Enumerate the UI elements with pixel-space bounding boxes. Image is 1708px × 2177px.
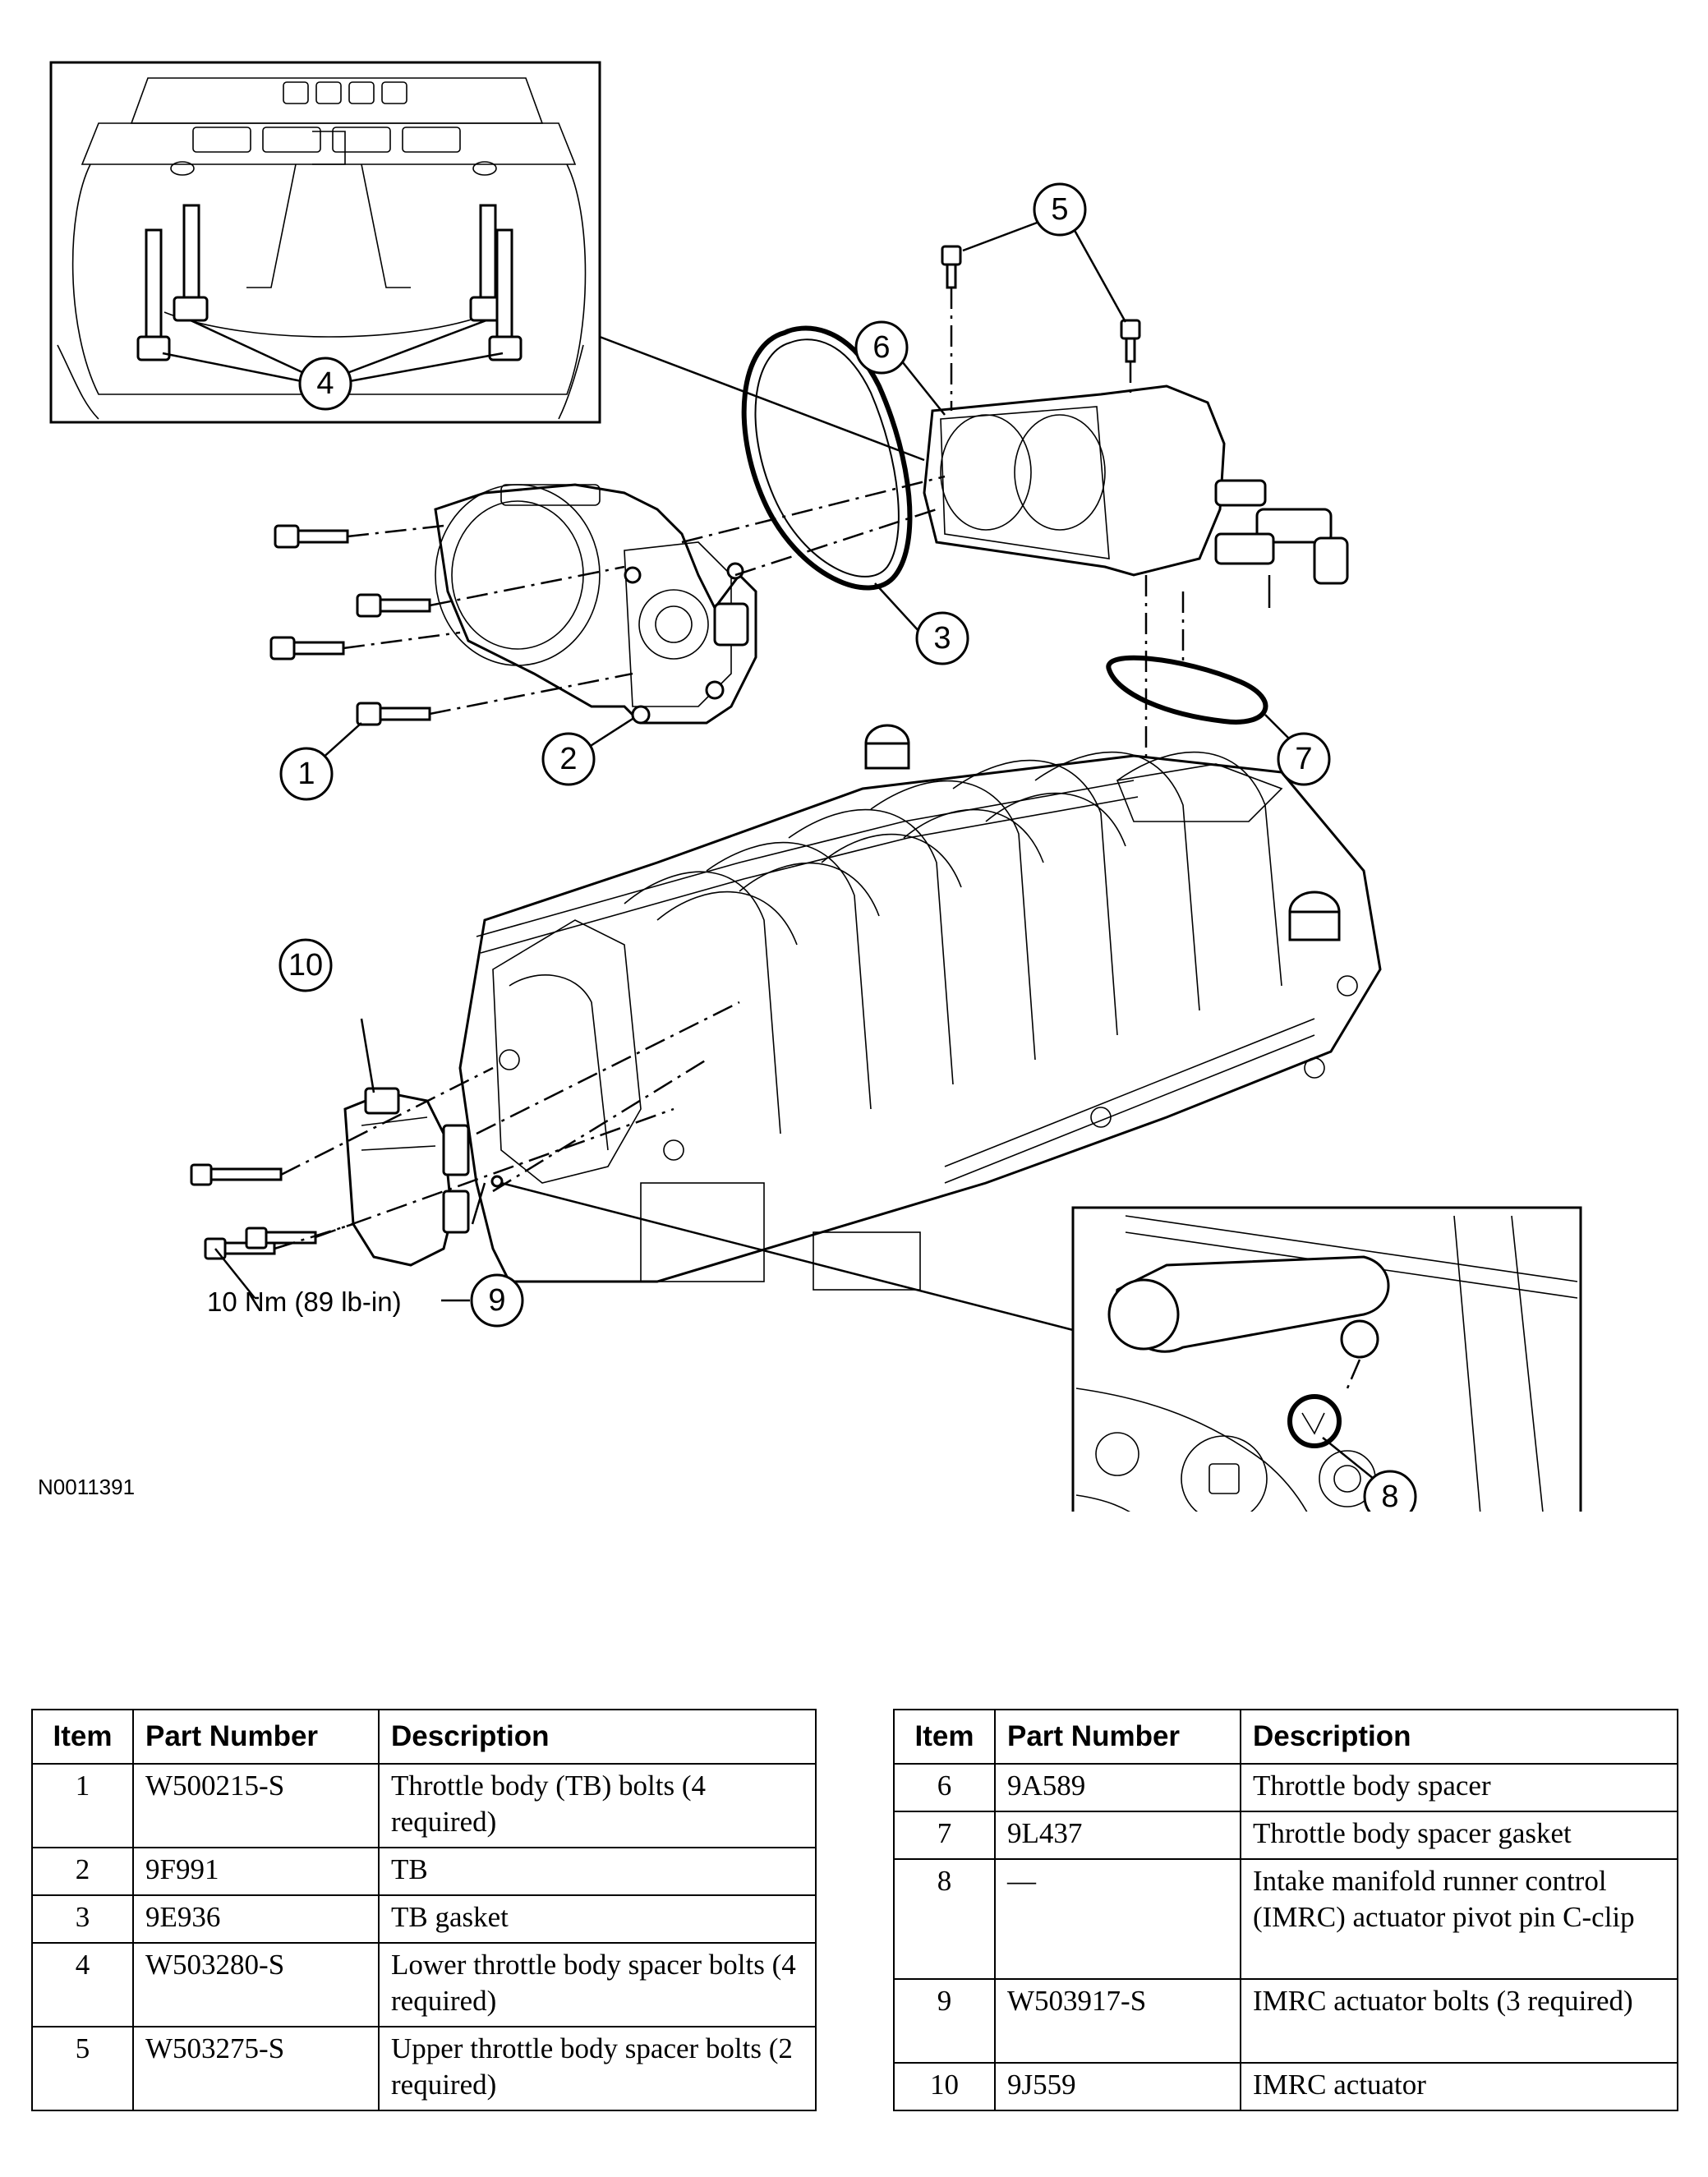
inset-leader-line: [599, 335, 925, 462]
cell-part-number: W503917-S: [994, 1978, 1241, 2064]
tb-gasket-drawing: [741, 325, 921, 633]
cell-item: 9: [893, 1978, 996, 2064]
inset-imrc-c-clip: [1071, 1206, 1582, 1512]
cell-item: 7: [893, 1811, 996, 1860]
cell-description: TB: [378, 1847, 817, 1896]
figure-id: N0011391: [38, 1475, 136, 1499]
callout-8: 8: [1363, 1470, 1417, 1512]
cell-description: Throttle body (TB) bolts (4 required): [378, 1763, 817, 1848]
cell-part-number: 9J559: [994, 2062, 1241, 2111]
parts-table-right: Item Part Number Description 6 9A589 Thr…: [893, 1709, 1678, 2111]
torque-spec: 10 Nm (89 lb-in): [207, 1286, 402, 1317]
cell-item: 5: [31, 2026, 134, 2111]
table-row: 9 W503917-S IMRC actuator bolts (3 requi…: [893, 1978, 1678, 2064]
cell-item: 4: [31, 1942, 134, 2027]
parts-table-left: Item Part Number Description 1 W500215-S…: [31, 1709, 817, 2111]
cell-part-number: W500215-S: [132, 1763, 380, 1848]
header-part-number: Part Number: [994, 1709, 1241, 1765]
callout-6-label: 6: [872, 330, 890, 365]
callout-2: 2: [541, 732, 596, 786]
cell-part-number: 9F991: [132, 1847, 380, 1896]
cell-description: TB gasket: [378, 1894, 817, 1944]
callout-1-label: 1: [297, 757, 315, 791]
callout-1: 1: [279, 747, 334, 801]
header-description: Description: [1240, 1709, 1678, 1765]
callout-7: 7: [1277, 732, 1331, 786]
exploded-view-diagram: 1 2 3 4 5 6 7 8 9 10 10 Nm (89 lb-in): [49, 61, 1582, 1512]
table-row: 6 9A589 Throttle body spacer: [893, 1763, 1678, 1812]
cell-part-number: 9E936: [132, 1894, 380, 1944]
table-row: 10 9J559 IMRC actuator: [893, 2062, 1678, 2111]
callout-8-label: 8: [1381, 1480, 1398, 1512]
table-row: 8 — Intake manifold runner control (IMRC…: [893, 1858, 1678, 1980]
cell-part-number: —: [994, 1858, 1241, 1980]
callout-6: 6: [854, 320, 909, 375]
cell-part-number: W503275-S: [132, 2026, 380, 2111]
throttle-body-spacer-drawing: [923, 384, 1349, 608]
cell-description: IMRC actuator: [1240, 2062, 1678, 2111]
callout-4-label: 4: [316, 366, 334, 401]
cell-description: IMRC actuator bolts (3 required): [1240, 1978, 1678, 2064]
cell-description: Throttle body spacer: [1240, 1763, 1678, 1812]
callout-10-label: 10: [288, 948, 323, 983]
table-row: 5 W503275-S Upper throttle body spacer b…: [31, 2026, 817, 2111]
cell-item: 1: [31, 1763, 134, 1848]
callout-9-label: 9: [488, 1283, 505, 1318]
cell-description: Lower throttle body spacer bolts (4 requ…: [378, 1942, 817, 2027]
table-header-row: Item Part Number Description: [893, 1709, 1678, 1765]
cell-item: 8: [893, 1858, 996, 1980]
callout-5-label: 5: [1051, 192, 1068, 227]
callout-3: 3: [915, 611, 969, 665]
cell-item: 10: [893, 2062, 996, 2111]
tb-bolts-drawing: [269, 475, 946, 761]
table-row: 2 9F991 TB: [31, 1847, 817, 1896]
callout-10: 10: [279, 938, 333, 992]
throttle-body-drawing: [434, 483, 757, 757]
cell-description: Intake manifold runner control (IMRC) ac…: [1240, 1858, 1678, 1980]
table-row: 1 W500215-S Throttle body (TB) bolts (4 …: [31, 1763, 817, 1848]
callout-2-label: 2: [559, 742, 577, 776]
cell-item: 6: [893, 1763, 996, 1812]
header-item: Item: [31, 1709, 134, 1765]
upper-spacer-bolts-drawing: [941, 220, 1141, 411]
callout-4: 4: [298, 357, 352, 411]
cell-description: Throttle body spacer gasket: [1240, 1811, 1678, 1860]
table-header-row: Item Part Number Description: [31, 1709, 817, 1765]
table-row: 7 9L437 Throttle body spacer gasket: [893, 1811, 1678, 1860]
cell-part-number: W503280-S: [132, 1942, 380, 2027]
intake-manifold-drawing: [458, 724, 1382, 1291]
cell-description: Upper throttle body spacer bolts (2 requ…: [378, 2026, 817, 2111]
callout-9: 9: [470, 1273, 524, 1328]
cell-part-number: 9A589: [994, 1763, 1241, 1812]
cell-item: 2: [31, 1847, 134, 1896]
cell-part-number: 9L437: [994, 1811, 1241, 1860]
table-row: 3 9E936 TB gasket: [31, 1894, 817, 1944]
header-part-number: Part Number: [132, 1709, 380, 1765]
header-description: Description: [378, 1709, 817, 1765]
callout-5: 5: [1033, 182, 1087, 237]
callout-7-label: 7: [1295, 742, 1312, 776]
callout-3-label: 3: [933, 621, 951, 656]
imrc-actuator-drawing: [190, 1001, 1077, 1332]
table-row: 4 W503280-S Lower throttle body spacer b…: [31, 1942, 817, 2027]
header-item: Item: [893, 1709, 996, 1765]
cell-item: 3: [31, 1894, 134, 1944]
